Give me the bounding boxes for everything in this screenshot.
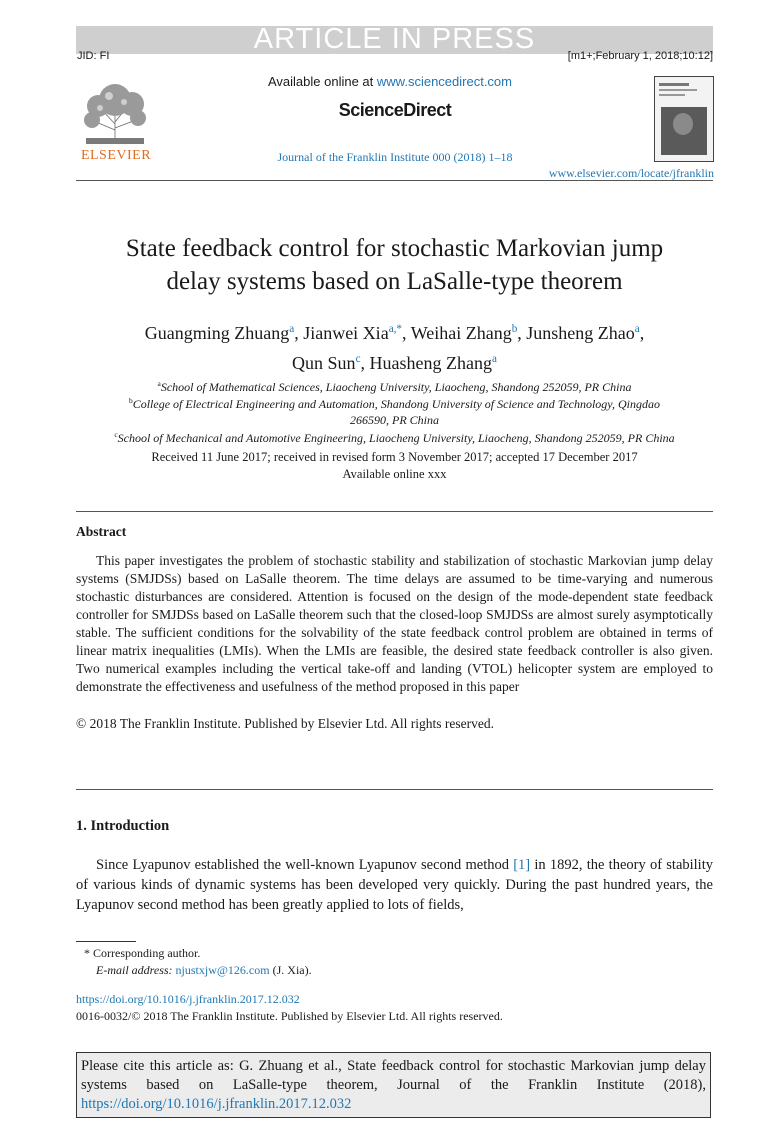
cite-doi-link[interactable]: https://doi.org/10.1016/j.jfranklin.2017… [81, 1096, 352, 1112]
author-name: Weihai Zhang [410, 323, 512, 343]
author-name: Qun Sun [292, 353, 356, 373]
article-title: State feedback control for stochastic Ma… [76, 232, 713, 298]
elsevier-tree-icon [76, 76, 154, 146]
sciencedirect-logo: ScienceDirect [338, 100, 452, 120]
email-link[interactable]: njustxjw@126.com [175, 963, 270, 977]
received-dates: Received 11 June 2017; received in revis… [151, 450, 638, 464]
sciencedirect-link[interactable]: www.sciencedirect.com [376, 74, 512, 89]
publication-info: [m1+;February 1, 2018;10:12] [567, 50, 713, 62]
abstract-copyright: © 2018 The Franklin Institute. Published… [76, 716, 494, 731]
footnote-corresponding: * Corresponding author. [84, 946, 201, 960]
jid-label: JID: FI [77, 50, 110, 62]
author-name: Junsheng Zhao [526, 323, 635, 343]
author-affiliation-mark[interactable]: a [634, 323, 640, 335]
author-name: Huasheng Zhang [369, 353, 492, 373]
issn-line: 0016-0032/© 2018 The Franklin Institute.… [76, 1009, 503, 1023]
author-list: Guangming Zhuanga, Jianwei Xiaa,*, Weiha… [144, 323, 645, 373]
header-divider [76, 180, 713, 181]
author-affiliation-mark[interactable]: c [355, 353, 361, 365]
journal-url-link[interactable]: www.elsevier.com/locate/jfranklin [548, 166, 714, 180]
footnote-mark: * [84, 946, 90, 960]
article-in-press-banner [76, 26, 713, 54]
affiliation-a: aSchool of Mathematical Sciences, Liaoch… [157, 379, 632, 394]
doi-link[interactable]: https://doi.org/10.1016/j.jfranklin.2017… [76, 992, 300, 1006]
elsevier-wordmark: ELSEVIER [80, 148, 152, 163]
journal-citation-line[interactable]: Journal of the Franklin Institute 000 (2… [277, 150, 513, 164]
affiliation-b: bCollege of Electrical Engineering and A… [129, 396, 660, 427]
article-in-press-label: ARTICLE IN PRESS [253, 23, 536, 55]
available-online: Available online at www.sciencedirect.co… [0, 74, 780, 89]
section-heading-introduction: 1. Introduction [76, 818, 170, 834]
available-prefix: Available online at [267, 74, 377, 89]
reference-link[interactable]: [1] [513, 857, 531, 873]
abstract-heading: Abstract [76, 524, 127, 539]
affiliation-c: cSchool of Mechanical and Automotive Eng… [114, 430, 675, 445]
author-name: Guangming Zhuang [144, 323, 290, 343]
cite-this-article-box: Please cite this article as: G. Zhuang e… [76, 1052, 711, 1118]
footnote-rule [76, 941, 136, 942]
title-line-2: delay systems based on LaSalle-type theo… [166, 268, 623, 295]
article-history: Received 11 June 2017; received in revis… [76, 449, 713, 483]
author-name: Jianwei Xia [303, 323, 389, 343]
author-affiliation-mark[interactable]: a,* [388, 323, 403, 335]
author-affiliation-mark[interactable]: b [511, 323, 518, 335]
abstract-text: This paper investigates the problem of s… [76, 553, 713, 694]
abstract-top-divider [76, 511, 713, 512]
footnote-email: E-mail address: njustxjw@126.com (J. Xia… [96, 963, 312, 977]
available-online-date: Available online xxx [342, 467, 447, 481]
author-affiliation-mark[interactable]: a [289, 323, 295, 335]
introduction-paragraph: Since Lyapunov established the well-know… [76, 857, 713, 913]
cite-text: Please cite this article as: G. Zhuang e… [81, 1058, 706, 1093]
author-affiliation-mark[interactable]: a [491, 353, 497, 365]
journal-cover-thumbnail [654, 76, 714, 162]
abstract-bottom-divider [76, 789, 713, 790]
title-line-1: State feedback control for stochastic Ma… [125, 235, 664, 262]
